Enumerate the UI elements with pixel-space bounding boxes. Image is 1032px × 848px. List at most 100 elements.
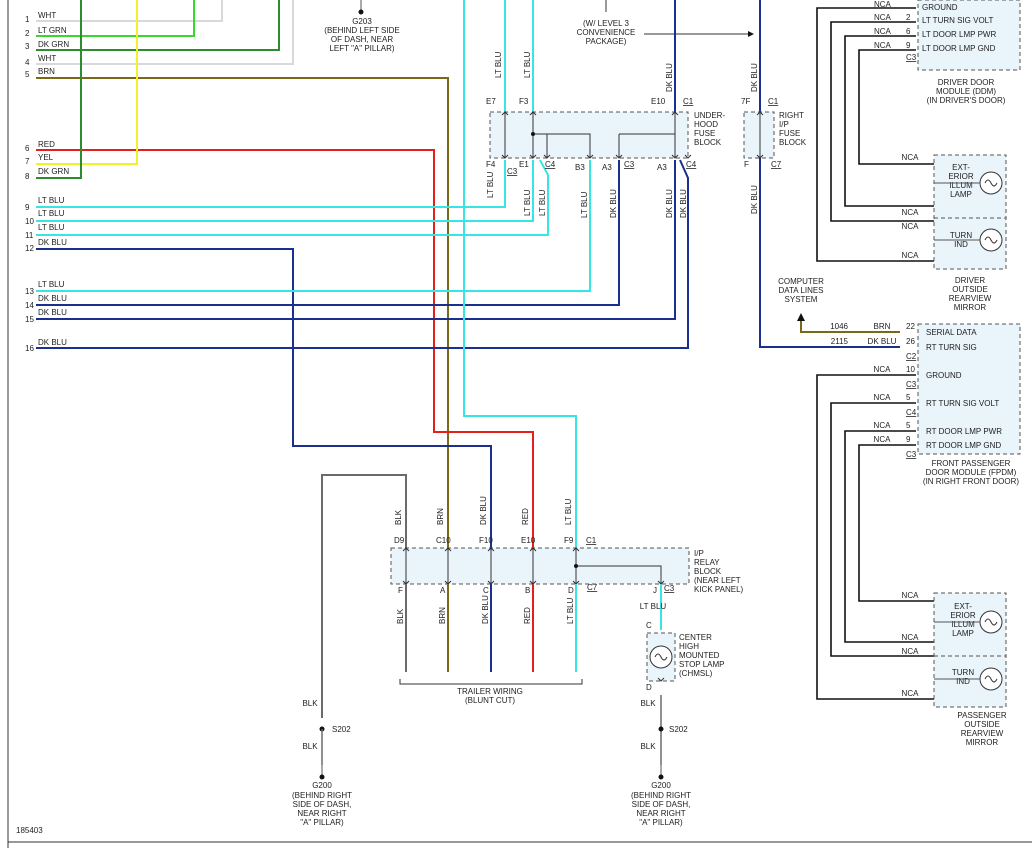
wire-label: LT BLU bbox=[486, 171, 495, 198]
wire-label: DK BLU bbox=[665, 63, 674, 92]
connector-label: C3 bbox=[507, 167, 518, 176]
wire-nca-fpdm-lgnd bbox=[858, 444, 934, 602]
pin-label: F bbox=[744, 160, 749, 169]
wire-label: LT BLU bbox=[523, 189, 532, 216]
driver-mirror-wire: NCA bbox=[902, 153, 920, 162]
pass-mirror-lamp2-label-line: IND bbox=[956, 677, 970, 686]
pass-mirror-wire: NCA bbox=[902, 689, 920, 698]
underhood-fuse-block bbox=[489, 111, 689, 159]
wire-label: BLK bbox=[394, 509, 403, 525]
fpdm-name-line: (IN RIGHT FRONT DOOR) bbox=[923, 477, 1019, 486]
pin-number: 2 bbox=[25, 29, 30, 38]
fpdm-pin: 5 bbox=[906, 421, 911, 430]
pin-label: A3 bbox=[657, 163, 667, 172]
fpdm-wire-label: NCA bbox=[874, 365, 892, 374]
wire-color-label: YEL bbox=[38, 153, 54, 162]
wire-dk-blu-12 bbox=[36, 248, 492, 548]
wire-color-label: DK BLU bbox=[38, 338, 67, 347]
wire-label: LT BLU bbox=[640, 602, 667, 611]
pass-mirror-wire: NCA bbox=[902, 633, 920, 642]
fpdm-pin-label: RT DOOR LMP GND bbox=[926, 441, 1001, 450]
chmsl-pin: D bbox=[646, 683, 652, 692]
driver-mirror-name-line: REARVIEW bbox=[949, 294, 992, 303]
chmsl-lamp-filament bbox=[654, 653, 668, 661]
connector-label: C1 bbox=[768, 97, 779, 106]
right-ip-fuse-block bbox=[743, 111, 775, 159]
pass-ext-lamp-filament bbox=[984, 618, 998, 626]
pin-mark bbox=[756, 111, 764, 116]
splice-s202-right bbox=[658, 726, 664, 732]
wire-label: DK BLU bbox=[665, 189, 674, 218]
level3-arrowhead bbox=[748, 31, 754, 37]
pass-mirror-lamp1-label-line: ILLUM bbox=[951, 620, 975, 629]
ddm-wire-label: NCA bbox=[874, 27, 892, 36]
wire-dk-grn-8 bbox=[36, 0, 82, 179]
fpdm-pin-label: SERIAL DATA bbox=[926, 328, 977, 337]
wire-label: BLK bbox=[302, 699, 318, 708]
fpdm-connector: C2 bbox=[906, 352, 917, 361]
wire-color-label: BRN bbox=[38, 67, 55, 76]
wire-color-label: LT BLU bbox=[38, 209, 65, 218]
driver-mirror-lamp1-label-line: ERIOR bbox=[948, 172, 974, 181]
connector-label: C3 bbox=[664, 584, 675, 593]
ddm-name-line: (IN DRIVER'S DOOR) bbox=[927, 96, 1006, 105]
g200-left-location-line: SIDE OF DASH, bbox=[293, 800, 352, 809]
connector-label: C7 bbox=[587, 583, 598, 592]
g203-symbol bbox=[358, 9, 364, 15]
wire-wht-1 bbox=[36, 0, 223, 22]
pass-mirror-lamp1-label-line: LAMP bbox=[952, 629, 974, 638]
relay-title-line: RELAY bbox=[694, 558, 720, 567]
pin-label: F9 bbox=[564, 536, 574, 545]
wire-label: LT BLU bbox=[523, 51, 532, 78]
chmsl-label-line: STOP LAMP bbox=[679, 660, 725, 669]
wire-wht-4 bbox=[36, 0, 294, 65]
driver-mirror-lamp1-label-line: LAMP bbox=[950, 190, 972, 199]
chmsl-label-line: (CHMSL) bbox=[679, 669, 713, 678]
fpdm-connector: C3 bbox=[906, 380, 917, 389]
driver-mirror-name-line: OUTSIDE bbox=[952, 285, 988, 294]
fpdm-pin: 22 bbox=[906, 322, 915, 331]
underhood-title-line: FUSE bbox=[694, 129, 715, 138]
fpdm-wire-label: BRN bbox=[874, 322, 891, 331]
wire-color-label: DK GRN bbox=[38, 40, 69, 49]
cdl-label-line: SYSTEM bbox=[785, 295, 818, 304]
wire-label: DK BLU bbox=[479, 496, 488, 525]
wire-color-label: WHT bbox=[38, 11, 56, 20]
relay-bus bbox=[576, 565, 662, 584]
pin-number: 10 bbox=[25, 217, 34, 226]
ddm-wire-label: NCA bbox=[874, 13, 892, 22]
pin-label: C bbox=[483, 586, 489, 595]
internal-bus bbox=[533, 133, 591, 158]
ddm-pin-label: LT DOOR LMP PWR bbox=[922, 30, 996, 39]
driver-mirror-wire: NCA bbox=[902, 208, 920, 217]
wire-color-label: WHT bbox=[38, 54, 56, 63]
pin-label: D bbox=[568, 586, 574, 595]
driver-mirror-wire: NCA bbox=[902, 251, 920, 260]
ddm-pin: 2 bbox=[906, 13, 911, 22]
pass-mirror-name-line: PASSENGER bbox=[957, 711, 1006, 720]
ddm-name-line: MODULE (DDM) bbox=[936, 87, 996, 96]
relay-title-line: I/P bbox=[694, 549, 704, 558]
wire-label: LT BLU bbox=[564, 498, 573, 525]
driver-mirror-lamp2-label-line: IND bbox=[954, 240, 968, 249]
wire-color-label: LT BLU bbox=[38, 280, 65, 289]
wire-dk-blu-16 bbox=[36, 159, 689, 349]
fpdm-pin: 5 bbox=[906, 393, 911, 402]
pin-number: 9 bbox=[25, 203, 30, 212]
connector-label: C3 bbox=[624, 160, 635, 169]
ddm-pin-label: LT DOOR LMP GND bbox=[922, 44, 996, 53]
ddm-pin: 6 bbox=[906, 27, 911, 36]
pin-label: D9 bbox=[394, 536, 405, 545]
level3-note-line: CONVENIENCE bbox=[577, 28, 636, 37]
pin-mark bbox=[756, 154, 764, 159]
pin-label: E10 bbox=[651, 97, 666, 106]
relay-title-line: KICK PANEL) bbox=[694, 585, 744, 594]
pin-mark bbox=[657, 677, 665, 682]
fpdm-name-line: FRONT PASSENGER bbox=[932, 459, 1011, 468]
driver-mirror-name-line: MIRROR bbox=[954, 303, 987, 312]
wire-label: LT BLU bbox=[494, 51, 503, 78]
pin-number: 15 bbox=[25, 315, 34, 324]
g203-location-line: LEFT "A" PILLAR) bbox=[329, 44, 394, 53]
g203-name: G203 bbox=[352, 17, 372, 26]
wire-label: BLK bbox=[640, 742, 656, 751]
